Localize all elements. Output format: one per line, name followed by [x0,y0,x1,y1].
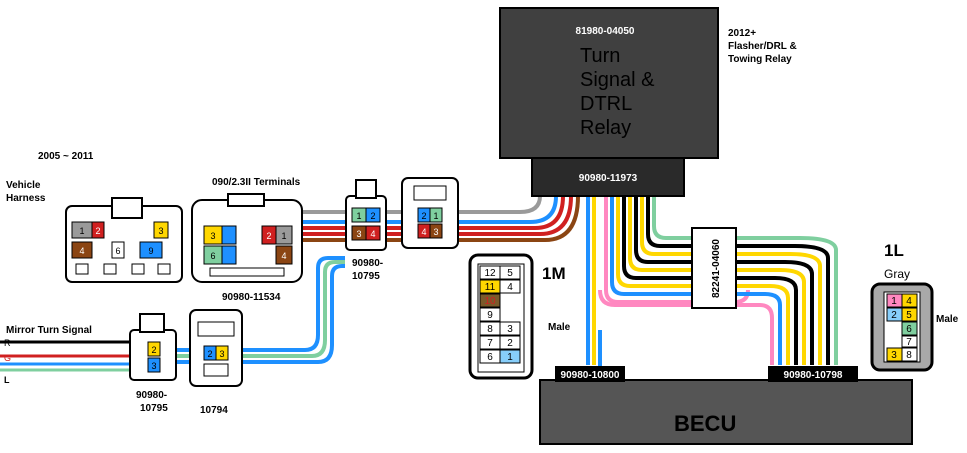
mirror-a-pin-3: 3 [151,361,156,371]
mirror-a-pin-2: 2 [151,345,156,355]
c11534-pin-4: 4 [281,251,286,261]
1l-pin-4: 4 [906,296,912,307]
c10795t-pin-2: 2 [370,211,375,221]
1m-pin-11: 11 [485,282,496,293]
connector-11534: 3 2 1 6 4 [191,193,303,283]
mate-pin-2: 2 [421,211,426,221]
c11534-pin-1: 1 [281,231,286,241]
relay-part-number: 81980-04050 [576,26,635,37]
becu-module: BECU [539,379,913,445]
1m-name: 1M [542,264,566,283]
1m-part: 90980-10800 [561,370,620,381]
mirror-wire-l: L [4,375,10,385]
connector-10795-top: 1 2 3 4 [345,179,387,251]
terminals-label: 090/2.3II Terminals [212,177,301,188]
relay-module: 81980-04050 Turn Signal & DTRL Relay 909… [499,7,719,197]
conn-10795-top-2: 10795 [352,271,380,282]
mirror-b-pin-3: 3 [219,349,224,359]
vh-pin-4: 4 [79,246,84,256]
1m-pin-7: 7 [487,338,493,349]
1m-gender: Male [548,322,571,333]
vehicle-harness-label-1: Vehicle [6,180,41,191]
c11534-pin-3: 3 [210,231,215,241]
c10795t-pin-3: 3 [356,229,361,239]
1l-pin-7: 7 [906,337,912,348]
mirror-up-wires [176,256,345,364]
1l-pin-8: 8 [906,350,912,361]
mate-pin-1: 1 [433,211,438,221]
1l-name: 1L [884,241,904,260]
vh-pin-9: 9 [148,246,153,256]
mirror-label: Mirror Turn Signal [6,325,92,336]
relay-connector [531,157,685,197]
mate-pin-4: 4 [421,227,426,237]
relay-side-label-2: Flasher/DRL & [728,41,797,52]
mate-pin-3: 3 [433,227,438,237]
relay-side-label-3: Towing Relay [728,54,792,65]
1l-color: Gray [884,267,910,281]
1l-pin-5: 5 [906,310,912,321]
conn-10794-label: 10794 [200,405,228,416]
1l-pin-2: 2 [891,310,897,321]
conn-10795-bottom-1: 90980- [136,390,167,401]
1m-pin-10: 10 [484,296,496,307]
c10795t-pin-4: 4 [370,229,375,239]
splice: 82241-04060 [691,227,737,309]
c11534-pin-6: 6 [210,251,215,261]
1l-pin-3: 3 [891,350,897,361]
1m-pin-6: 6 [487,352,493,363]
vh-pin-6: 6 [115,246,120,256]
1l-part: 90980-10798 [784,370,843,381]
becu-connector-1l: 90980-10798 [768,366,858,382]
c11534-pin-2: 2 [266,231,271,241]
relay-side-label-1: 2012+ [728,28,756,39]
1l-gender: Male [936,314,959,325]
conn-10795-bottom-2: 10795 [140,403,168,414]
years-label: 2005 ~ 2011 [38,151,94,162]
top-wire-bundle [300,195,580,242]
c10795t-pin-1: 1 [356,211,361,221]
conn-11534-label: 90980-11534 [222,292,281,303]
mirror-wire-r: R [4,338,11,348]
becu-label: BECU [674,411,736,436]
relay-connector-label: 90980-11973 [579,173,638,184]
vh-pin-2: 2 [95,226,100,236]
becu-connector-1m: 90980-10800 [555,366,625,382]
1m-pin-3: 3 [507,324,513,335]
connector-10795-bottom: 2 3 [129,313,177,381]
mirror-b-pin-2: 2 [207,349,212,359]
mirror-wire-bundle [0,340,140,372]
1m-pin-9: 9 [487,310,493,321]
vehicle-harness-connector: 1 2 3 4 6 9 [65,197,183,283]
mirror-wire-g: G [4,353,11,363]
vh-pin-3: 3 [158,226,163,236]
1m-pin-4: 4 [507,282,513,293]
connector-10795-mate: 2 1 4 3 [401,177,459,249]
vehicle-harness-label-2: Harness [6,193,46,204]
1l-pin-6: 6 [906,324,912,335]
splice-label: 82241-04060 [711,239,722,298]
1m-pin-1: 1 [507,352,513,363]
1m-pin-12: 12 [484,268,496,279]
1l-pin-1: 1 [891,296,897,307]
connector-10794: 2 3 [189,309,243,387]
relay-title-line-2: Signal & [580,69,655,91]
vh-pin-1: 1 [79,226,84,236]
relay-title-line-4: Relay [580,117,631,139]
1m-pin-8: 8 [487,324,493,335]
1m-pin-5: 5 [507,268,513,279]
relay-title-line-1: Turn [580,45,620,67]
1m-pin-2: 2 [507,338,513,349]
relay-title-line-3: DTRL [580,93,632,115]
connector-1m: 12 5 11 4 10 9 8 3 7 2 6 1 [468,253,534,380]
conn-10795-top-1: 90980- [352,258,383,269]
connector-1l: 1 4 2 5 6 7 3 8 [870,282,934,372]
